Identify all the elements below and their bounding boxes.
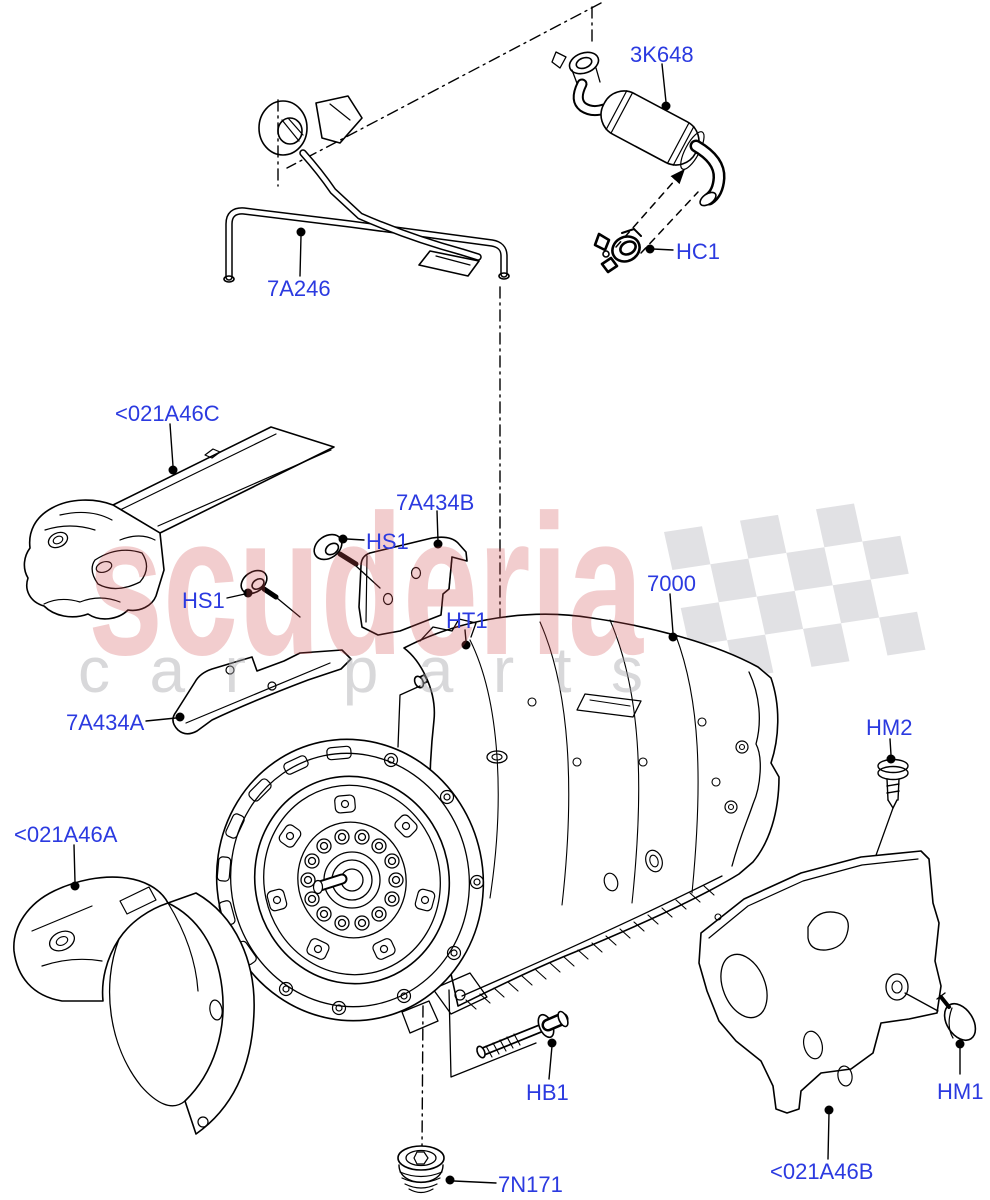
- part-label-hb1[interactable]: HB1: [526, 1080, 569, 1105]
- pin-hs1-lower-drawing: [240, 569, 301, 618]
- alignment-centerlines: [277, 2, 602, 1149]
- watermark: scuderia car parts: [78, 474, 644, 706]
- plug-7n171-drawing: [397, 1145, 445, 1194]
- part-label-7a246[interactable]: 7A246: [267, 276, 331, 301]
- plug-hm1-drawing: [936, 992, 977, 1042]
- part-label-hs1-lower[interactable]: HS1: [182, 588, 225, 613]
- part-label-021a46c[interactable]: <021A46C: [115, 401, 220, 426]
- clamp-hc1-drawing: [593, 228, 642, 274]
- bolt-hb1-drawing: [448, 989, 569, 1078]
- part-label-7n171[interactable]: 7N171: [498, 1172, 563, 1197]
- hose-3k648-drawing: [551, 51, 726, 207]
- tubes-7a246-drawing: [223, 95, 510, 283]
- part-label-7a434b[interactable]: 7A434B: [396, 490, 475, 515]
- wheel-liner-021a46a-drawing: [13, 876, 255, 1135]
- part-label-3k648[interactable]: 3K648: [630, 42, 694, 67]
- watermark-subtitle: car parts: [78, 634, 643, 706]
- part-label-hs1-upper[interactable]: HS1: [366, 529, 409, 554]
- part-label-ht1[interactable]: HT1: [446, 608, 488, 633]
- watermark-brand: scuderia: [88, 474, 644, 697]
- heat-shield-021a46c-drawing: [23, 426, 335, 620]
- callout-dots: [70, 101, 965, 1185]
- part-label-021a46b[interactable]: <021A46B: [770, 1159, 874, 1184]
- part-label-021a46a[interactable]: <021A46A: [14, 822, 118, 847]
- part-label-hm2[interactable]: HM2: [866, 715, 913, 740]
- checkered-flag: [664, 503, 926, 679]
- transmission-7000-drawing: [215, 613, 780, 1034]
- part-label-7000[interactable]: 7000: [647, 571, 696, 596]
- hc1-install-pointers: [615, 168, 699, 254]
- leader-lines: [73, 63, 961, 1184]
- part-label-hm1[interactable]: HM1: [937, 1079, 984, 1104]
- heat-shield-7a434b-drawing: [358, 536, 468, 636]
- heat-shield-7a434a-drawing: [172, 649, 352, 735]
- heat-shield-021a46b-drawing: [698, 850, 942, 1114]
- part-label-7a434a[interactable]: 7A434A: [66, 710, 145, 735]
- part-label-hc1[interactable]: HC1: [676, 239, 721, 264]
